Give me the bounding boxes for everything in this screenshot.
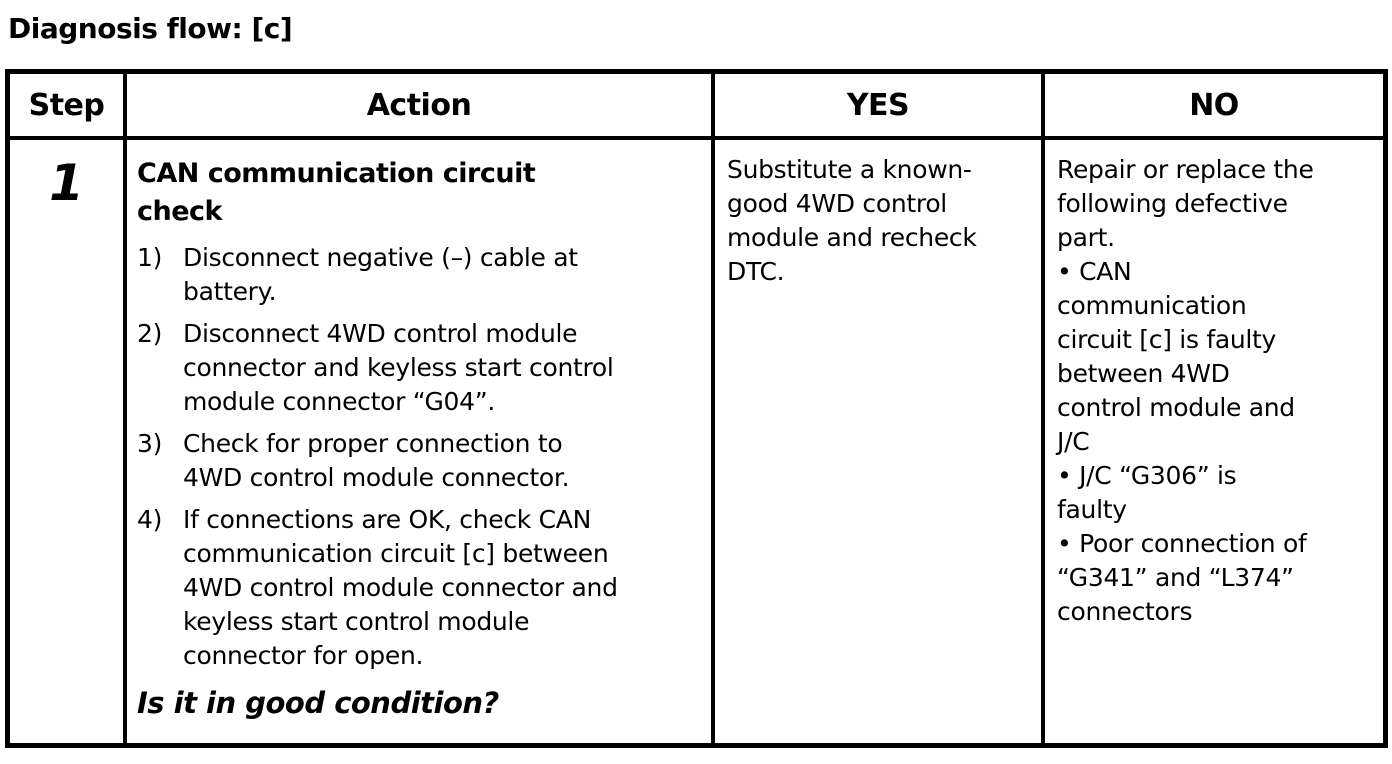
list-item: 4) If connections are OK, check CAN comm…: [137, 503, 703, 673]
list-item: 1) Disconnect negative (–) cable at batt…: [137, 241, 703, 309]
list-item-number: 3): [137, 429, 163, 458]
column-header-no: NO: [1045, 74, 1383, 136]
column-header-action: Action: [127, 74, 711, 136]
column-header-yes: YES: [715, 74, 1041, 136]
action-heading: CAN communication circuit check: [137, 158, 536, 227]
list-item: 3) Check for proper connection to 4WD co…: [137, 427, 703, 495]
list-item: 2) Disconnect 4WD control module connect…: [137, 317, 703, 419]
list-item-text: Disconnect negative (–) cable at battery…: [183, 243, 578, 306]
list-item-number: 2): [137, 319, 163, 348]
diagnosis-flow-table: Step Action YES NO 1 CAN communication c…: [5, 69, 1388, 748]
action-question: Is it in good condition?: [137, 686, 499, 720]
page-title: Diagnosis flow: [c]: [8, 12, 293, 45]
list-item-number: 1): [137, 243, 163, 272]
list-item-text: If connections are OK, check CAN communi…: [183, 505, 618, 670]
table-row-no-cell: Repair or replace the following defectiv…: [1045, 140, 1383, 743]
action-step-list: 1) Disconnect negative (–) cable at batt…: [137, 241, 703, 673]
list-item-text: Disconnect 4WD control module connector …: [183, 319, 614, 416]
list-item-text: Check for proper connection to 4WD contr…: [183, 429, 570, 492]
table-row-yes-cell: Substitute a known- good 4WD control mod…: [715, 140, 1041, 743]
step-number: 1: [49, 154, 84, 212]
list-item-number: 4): [137, 505, 163, 534]
table-row-action-cell: CAN communication circuit check 1) Disco…: [127, 140, 711, 743]
column-header-step: Step: [10, 74, 123, 136]
table-row-step-cell: 1: [10, 140, 123, 743]
